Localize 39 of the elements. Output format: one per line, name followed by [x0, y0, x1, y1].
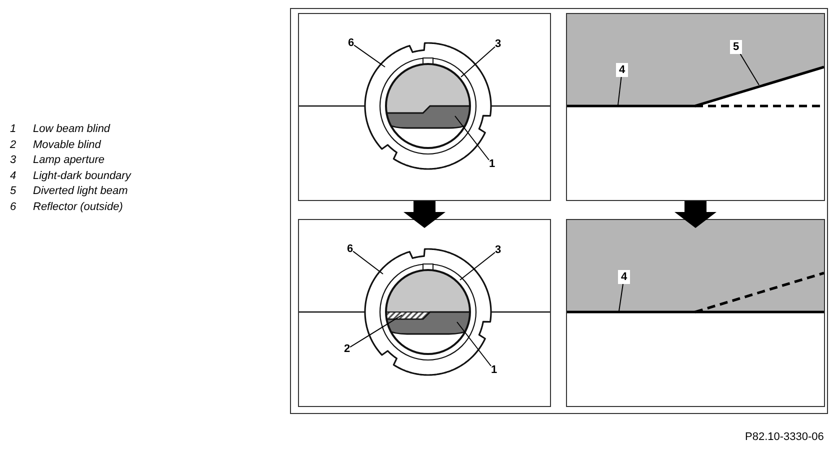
callout-number: 6 — [347, 243, 354, 255]
key-number: 6 — [10, 201, 16, 214]
key-text: Diverted light beam — [33, 185, 128, 198]
block-arrow — [674, 201, 716, 228]
key-text: Movable blind — [33, 138, 101, 152]
key-number: 4 — [10, 170, 16, 183]
leader-line — [740, 54, 760, 86]
leader-line — [618, 284, 624, 312]
key-text: Reflector (outside) — [33, 201, 123, 214]
diagram-panel — [566, 13, 825, 201]
diagram-panel — [298, 219, 551, 407]
leader-line — [350, 314, 402, 348]
key-number: 1 — [10, 123, 16, 136]
key-number: 2 — [10, 138, 16, 152]
diagram-panel — [566, 219, 825, 407]
callout-number: 1 — [489, 158, 496, 170]
block-arrow — [404, 201, 446, 228]
callout-number: 3 — [495, 38, 502, 50]
callout-number: 5 — [730, 40, 742, 54]
leader-line — [456, 322, 492, 366]
callout-number: 1 — [491, 364, 498, 376]
leader-line — [618, 76, 622, 106]
drawing-reference-code: P82.10-3330-06 — [745, 431, 824, 444]
callout-number: 2 — [344, 343, 350, 355]
key-number: 5 — [10, 185, 16, 198]
callout-number: 3 — [495, 244, 502, 256]
leader-line — [352, 250, 384, 274]
leader-line — [454, 116, 490, 160]
diagram-panel — [298, 13, 551, 201]
leader-line — [460, 252, 496, 280]
key-text: Light-dark boundary — [33, 170, 131, 183]
leader-line — [354, 44, 386, 68]
callout-number: 4 — [616, 63, 628, 77]
key-text: Low beam blind — [33, 123, 110, 136]
key-number: 3 — [10, 154, 16, 168]
callout-number: 4 — [618, 270, 630, 284]
key-text: Lamp aperture — [33, 154, 105, 168]
callout-number: 6 — [348, 37, 354, 49]
leader-line — [460, 46, 496, 78]
